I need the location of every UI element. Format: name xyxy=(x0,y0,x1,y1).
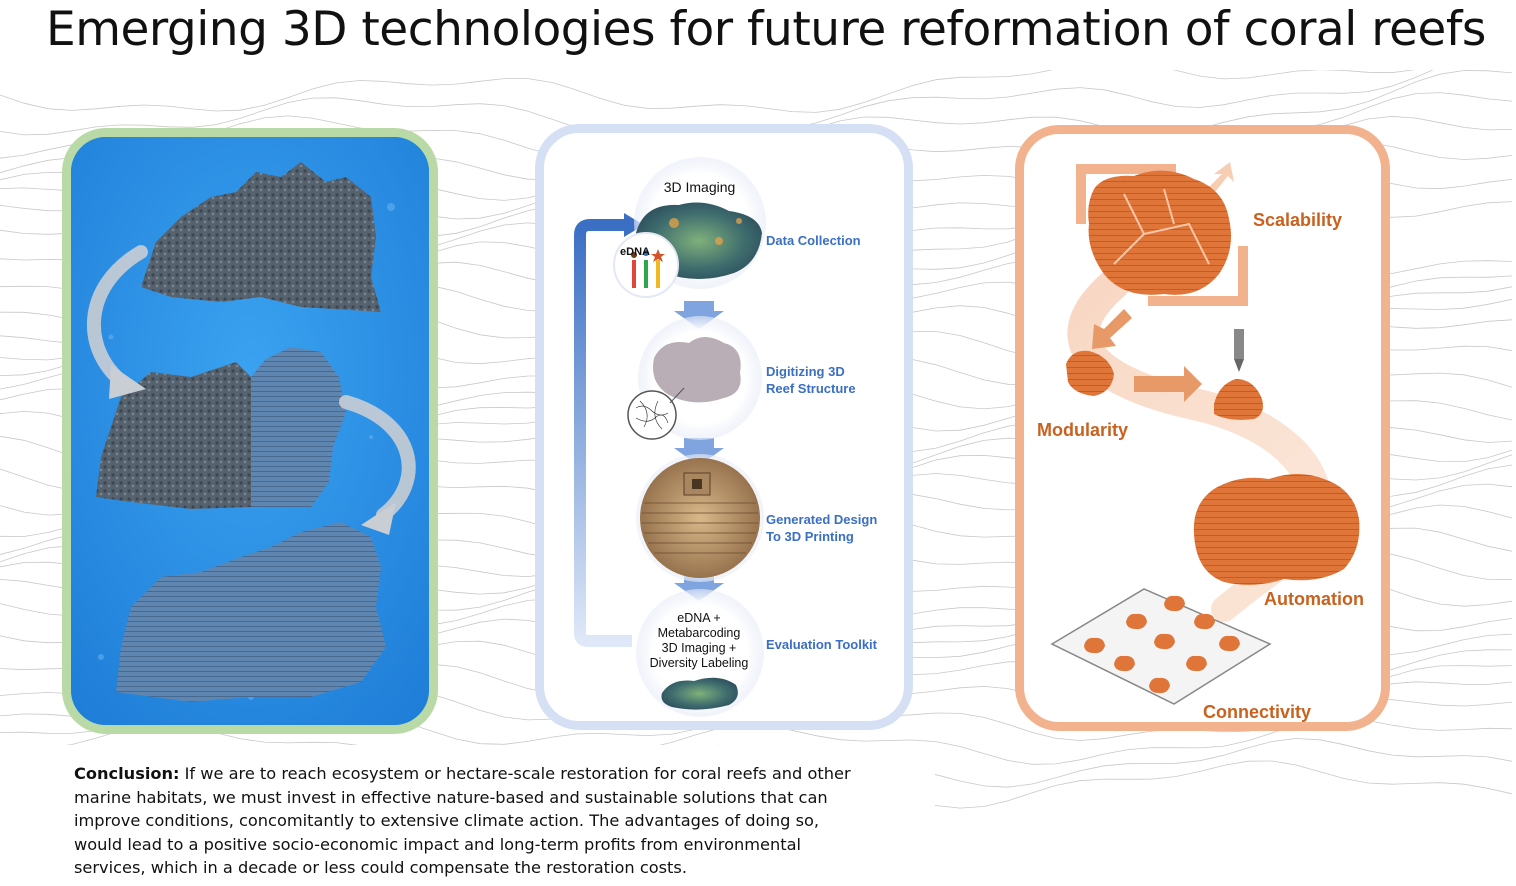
coral-reef-photo-to-3d-model-sequence xyxy=(71,137,429,725)
step-label-evaluation: Evaluation Toolkit xyxy=(766,637,877,652)
automation-arrow-icon xyxy=(1134,366,1202,402)
step-4-circle-text: eDNA + Metabarcoding 3D Imaging + Divers… xyxy=(649,611,749,670)
scale-frame-icon xyxy=(1076,164,1248,306)
step-label-3d-printing: Generated Design To 3D Printing xyxy=(766,512,878,544)
step-1-circle-text: 3D Imaging xyxy=(663,179,736,195)
scalable-coral-model xyxy=(1088,170,1232,295)
features-diagram xyxy=(1050,162,1360,705)
coral-tile xyxy=(1114,655,1135,672)
modularity-label: Modularity xyxy=(1037,420,1129,440)
workflow-panel: 3D Imaging eDNA eDNA + Metabarcoding 3D … xyxy=(535,124,913,730)
connectivity-label: Connectivity xyxy=(1203,702,1312,722)
point-cloud-zoom-icon xyxy=(635,400,669,430)
automation-coral-model xyxy=(1193,474,1360,585)
coral-tile xyxy=(1186,655,1207,672)
down-arrow-icon xyxy=(674,438,724,466)
reef-restoration-panel xyxy=(62,128,438,734)
features-panel: Scalability Modularity Automation Connec… xyxy=(1015,125,1390,731)
scalability-label: Scalability xyxy=(1253,210,1343,230)
conclusion-text: If we are to reach ecosystem or hectare-… xyxy=(74,764,851,877)
reef-half-photo xyxy=(96,362,251,509)
coral-tile-icon xyxy=(1084,595,1240,694)
3d-printing-image xyxy=(640,458,760,578)
edna-label: eDNA xyxy=(620,246,650,258)
conclusion-label: Conclusion: xyxy=(74,764,180,783)
reef-evaluation-image xyxy=(661,677,738,710)
step-label-data-collection: Data Collection xyxy=(766,233,861,248)
automation-label: Automation xyxy=(1264,589,1364,609)
modularity-arrow-icon xyxy=(1092,309,1132,349)
contour-line xyxy=(0,34,1513,113)
step-label-digitizing: Digitizing 3D Reef Structure xyxy=(766,364,856,396)
reef-photo-rock xyxy=(141,162,381,312)
coral-tile xyxy=(1084,637,1105,654)
down-arrow-icon xyxy=(674,301,724,329)
coral-tile xyxy=(1194,613,1215,630)
feedback-loop-arrow-icon xyxy=(574,219,632,647)
coral-tile xyxy=(1126,613,1147,630)
reef-3d-printed-model xyxy=(116,522,386,702)
coral-tile xyxy=(1154,633,1175,650)
page-title: Emerging 3D technologies for future refo… xyxy=(46,2,1486,57)
coral-tile xyxy=(1149,677,1170,694)
process-ribbon xyxy=(1067,268,1332,530)
conclusion-paragraph: Conclusion: If we are to reach ecosystem… xyxy=(74,762,864,880)
workflow-diagram xyxy=(574,157,766,717)
printer-nozzle-icon xyxy=(1234,329,1244,359)
printed-coral-piece xyxy=(1214,379,1263,420)
modular-coral-piece xyxy=(1066,350,1114,396)
reef-half-model xyxy=(251,347,346,507)
coral-tile xyxy=(1164,595,1185,612)
dna-barcode-icon xyxy=(631,249,665,288)
coral-tile xyxy=(1219,635,1240,652)
digital-reef-model-image xyxy=(653,337,741,403)
